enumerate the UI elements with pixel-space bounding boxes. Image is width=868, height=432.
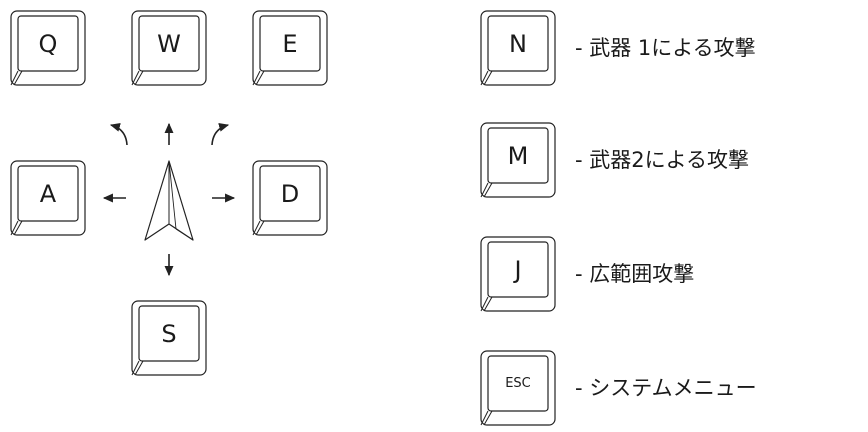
rotate-left-icon (109, 122, 128, 146)
key-s: S (131, 300, 207, 376)
rotate-right-icon (211, 122, 230, 146)
key-d: D (252, 160, 328, 236)
key-j: J (480, 236, 556, 312)
key-esc-label: ESC (505, 376, 531, 391)
keycap-shape (10, 160, 86, 236)
key-j-label: J (514, 255, 522, 284)
ship-icon (144, 160, 194, 241)
key-d-label: D (280, 179, 300, 208)
key-m-label: M (507, 141, 529, 170)
key-m: M (480, 122, 556, 198)
key-a-label: A (39, 179, 57, 208)
keycap-shape (10, 10, 86, 86)
key-w-label: W (157, 29, 181, 58)
key-esc-description: - システムメニュー (575, 376, 757, 400)
keycap-shape (131, 10, 207, 86)
key-m-description: - 武器2による攻撃 (575, 148, 749, 172)
keycap-shape (480, 10, 556, 86)
key-e-label: E (282, 29, 298, 58)
key-esc: ESC (480, 350, 556, 426)
key-n: N (480, 10, 556, 86)
key-e: E (252, 10, 328, 86)
key-s-label: S (161, 319, 177, 348)
key-n-description: - 武器 1による攻撃 (575, 36, 756, 60)
keycap-shape (480, 122, 556, 198)
key-q-label: Q (38, 29, 58, 58)
keycap-shape (131, 300, 207, 376)
keycap-shape (252, 160, 328, 236)
keycap-shape (480, 236, 556, 312)
key-j-description: - 広範囲攻撃 (575, 262, 695, 286)
keycap-shape (480, 350, 556, 426)
keycap-shape (252, 10, 328, 86)
movement-graphic (102, 122, 236, 277)
key-q: Q (10, 10, 86, 86)
key-a: A (10, 160, 86, 236)
key-n-label: N (509, 29, 527, 58)
key-w: W (131, 10, 207, 86)
